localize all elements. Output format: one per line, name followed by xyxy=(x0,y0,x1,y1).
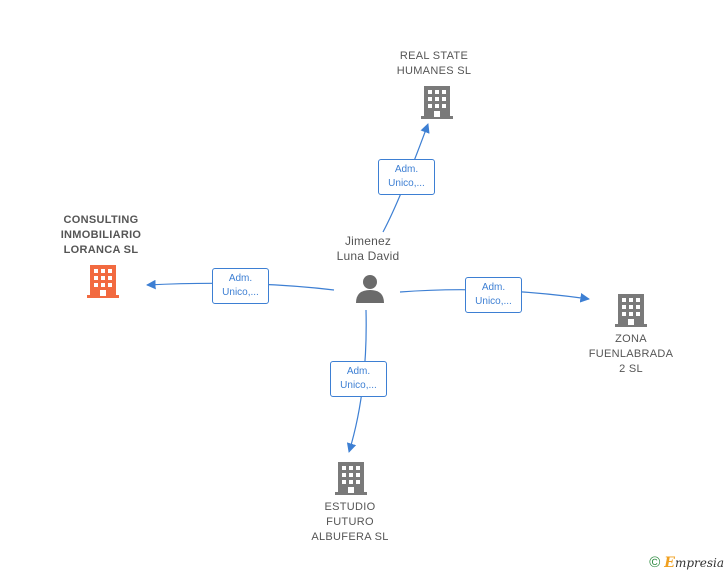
company-label-zona[interactable]: ZONA FUENLABRADA 2 SL xyxy=(588,333,674,375)
edge-label-consulting[interactable]: Adm. Unico,... xyxy=(212,268,269,304)
building-icon xyxy=(87,265,119,298)
building-icon xyxy=(335,462,367,495)
company-label-consulting[interactable]: CONSULTING INMOBILIARIO LORANCA SL xyxy=(60,214,142,256)
building-icon xyxy=(615,294,647,327)
company-label-estudio[interactable]: ESTUDIO FUTURO ALBUFERA SL xyxy=(311,501,389,543)
edge-label-zona[interactable]: Adm. Unico,... xyxy=(465,277,522,313)
company-label-real-state[interactable]: REAL STATE HUMANES SL xyxy=(396,50,472,77)
edge-label-estudio[interactable]: Adm. Unico,... xyxy=(330,361,387,397)
person-icon xyxy=(356,275,384,303)
person-label[interactable]: Jimenez Luna David xyxy=(336,234,400,263)
copyright-symbol: © xyxy=(649,554,661,571)
edge-label-real-state[interactable]: Adm. Unico,... xyxy=(378,159,435,195)
footer-brand: © Empresia xyxy=(649,554,724,571)
building-icon xyxy=(421,86,453,119)
brand-logo[interactable]: Empresia xyxy=(664,554,724,571)
